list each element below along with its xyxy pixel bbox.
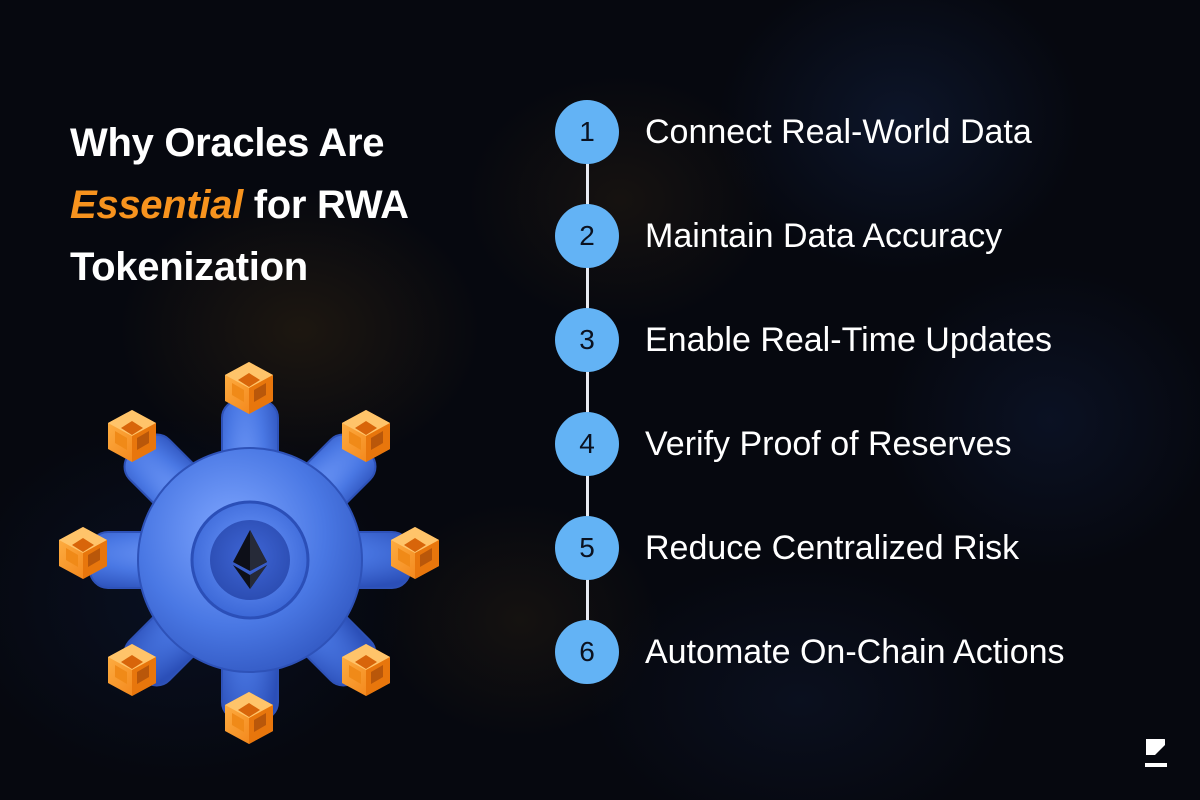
z-logo-icon [1145, 739, 1167, 767]
step-number-badge: 2 [555, 204, 619, 268]
step-label: Enable Real-Time Updates [645, 320, 1052, 359]
title-line-1: Why Oracles Are [70, 121, 385, 165]
step-label: Reduce Centralized Risk [645, 528, 1020, 567]
step-number-badge: 3 [555, 308, 619, 372]
step-item: 4 Verify Proof of Reserves [555, 412, 1012, 476]
page-title: Why Oracles Are Essential for RWA Tokeni… [70, 112, 409, 298]
step-label: Maintain Data Accuracy [645, 216, 1003, 255]
steps-list: 1 Connect Real-World Data 2 Maintain Dat… [555, 100, 1175, 700]
step-number-badge: 6 [555, 620, 619, 684]
title-line-3: Tokenization [70, 245, 308, 289]
step-item: 5 Reduce Centralized Risk [555, 516, 1019, 580]
step-item: 2 Maintain Data Accuracy [555, 204, 1002, 268]
step-label: Connect Real-World Data [645, 112, 1032, 151]
step-item: 3 Enable Real-Time Updates [555, 308, 1052, 372]
oracle-gear-illustration [59, 362, 439, 744]
step-number-badge: 1 [555, 100, 619, 164]
step-item: 1 Connect Real-World Data [555, 100, 1032, 164]
step-label: Verify Proof of Reserves [645, 424, 1012, 463]
step-item: 6 Automate On-Chain Actions [555, 620, 1065, 684]
step-label: Automate On-Chain Actions [645, 632, 1065, 671]
step-number-badge: 4 [555, 412, 619, 476]
step-number-badge: 5 [555, 516, 619, 580]
steps-connector-line [586, 134, 589, 652]
title-accent-word: Essential [70, 183, 243, 227]
ethereum-icon [233, 530, 267, 589]
title-line-2-rest: for RWA [242, 183, 409, 227]
